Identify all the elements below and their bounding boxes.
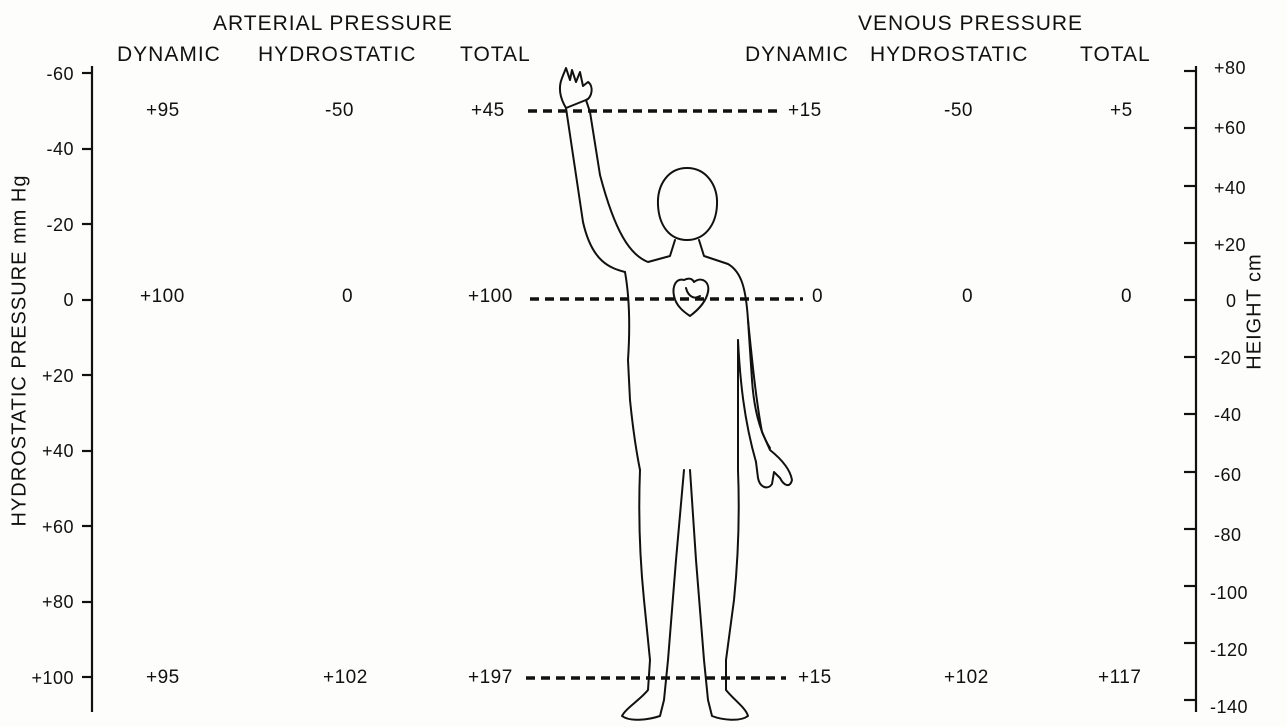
raised-arm bbox=[586, 100, 675, 262]
left-torso bbox=[625, 272, 640, 470]
right-axis-ticks bbox=[1184, 71, 1196, 700]
raised-arm-inner bbox=[566, 108, 625, 272]
left-leg bbox=[622, 470, 684, 720]
right-leg bbox=[690, 470, 748, 720]
human-figure bbox=[560, 68, 792, 720]
left-axis-ticks bbox=[82, 73, 92, 677]
head bbox=[658, 168, 717, 240]
heart-detail bbox=[686, 288, 700, 298]
